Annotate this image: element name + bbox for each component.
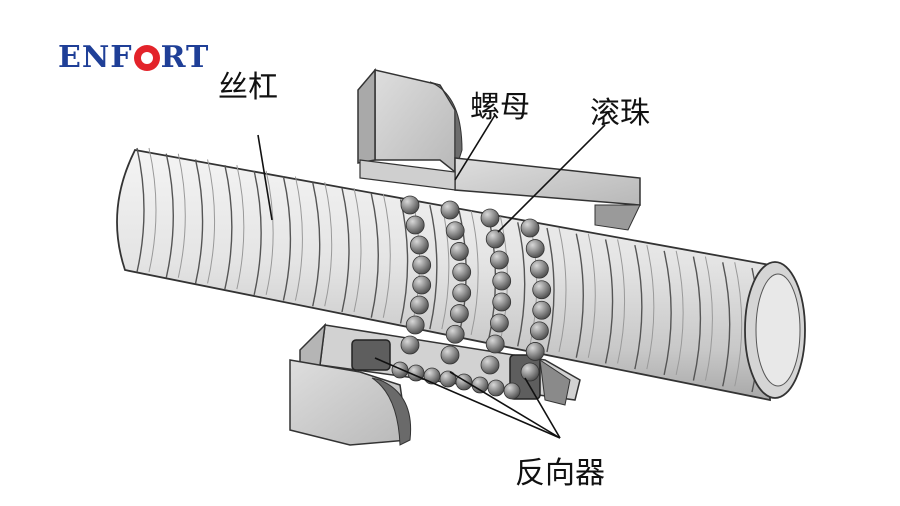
thread-groove: [253, 170, 262, 296]
thread-groove: [224, 164, 233, 290]
ball: [400, 335, 420, 355]
thread-groove: [194, 159, 204, 284]
ball: [449, 242, 469, 261]
ball: [412, 255, 432, 275]
balls-label: 滚珠: [590, 96, 650, 131]
screw-label: 丝杠: [218, 70, 278, 105]
screw-leader-line: [257, 134, 273, 221]
thread-highlight: [675, 250, 684, 375]
thread-highlight: [177, 153, 186, 278]
ball: [529, 259, 549, 279]
thread-groove: [312, 182, 321, 307]
ball: [525, 342, 545, 361]
thread-groove: [341, 187, 350, 313]
thread-highlight: [207, 159, 216, 284]
balls-leader-line: [497, 124, 606, 233]
ball: [400, 195, 420, 215]
leader-lines: [257, 114, 606, 439]
reverser-leader-line-3: [524, 377, 561, 439]
thread-groove: [517, 222, 526, 347]
ball: [445, 221, 465, 241]
thread-groove: [429, 204, 438, 330]
screw-shaft: [116, 147, 806, 402]
ball: [529, 321, 549, 341]
ball: [452, 283, 472, 303]
thread-groove: [604, 239, 614, 364]
thread-highlight: [382, 193, 391, 318]
ball: [409, 295, 429, 315]
thread-highlight: [324, 182, 333, 307]
ball-return: [503, 382, 521, 400]
logo-text-start: ENF: [58, 39, 133, 75]
ball: [520, 218, 540, 238]
thread-highlight: [587, 233, 596, 358]
thread-highlight: [558, 227, 567, 353]
ball: [480, 355, 500, 375]
ball: [449, 304, 469, 323]
ball: [409, 235, 429, 255]
ball-set: [391, 195, 552, 400]
ball: [489, 313, 509, 333]
ball: [405, 215, 425, 235]
thread-highlight: [294, 176, 303, 301]
logo-o-icon: [133, 45, 160, 71]
thread-highlight: [236, 165, 245, 290]
thread-groove: [692, 256, 702, 381]
thread-groove: [165, 153, 174, 278]
thread-highlight: [617, 239, 626, 364]
thread-highlight: [148, 147, 157, 273]
ball: [492, 292, 512, 312]
reverser-label: 反向器: [515, 456, 605, 491]
ball: [452, 262, 472, 282]
thread-highlight: [470, 210, 479, 335]
thread-groove: [722, 262, 731, 387]
reverser-leader-line-1: [374, 357, 561, 439]
thread-highlight: [265, 170, 274, 295]
ball: [520, 362, 540, 382]
ball-return: [423, 367, 441, 385]
ball-return: [439, 370, 457, 388]
ball: [405, 315, 425, 335]
thread-groove: [282, 176, 292, 301]
reverser-leader-line-2: [449, 371, 561, 439]
ball: [485, 334, 505, 354]
thread-groove: [136, 147, 145, 273]
thread-groove: [663, 250, 672, 376]
ball-return: [391, 361, 409, 379]
ball: [440, 345, 460, 365]
ball: [485, 229, 505, 249]
ball: [532, 280, 552, 300]
nut-leader-line: [454, 114, 496, 181]
ball: [525, 239, 545, 258]
ball: [532, 300, 552, 320]
thread-groove: [370, 193, 379, 318]
ball: [480, 208, 500, 228]
ball: [445, 324, 465, 344]
thread-highlight: [353, 187, 362, 313]
thread-groove: [399, 199, 409, 324]
thread-highlight: [704, 256, 713, 381]
thread-groove: [575, 233, 584, 358]
thread-highlight: [734, 262, 743, 387]
thread-groove: [634, 244, 643, 370]
ball: [492, 271, 512, 291]
enfort-logo: ENF RT: [58, 39, 210, 75]
thread-highlight: [646, 245, 655, 370]
ball-return: [487, 379, 505, 397]
thread-groove: [546, 227, 555, 353]
reverser-left: [351, 339, 391, 371]
ball: [412, 275, 432, 295]
nut-label: 螺母: [470, 90, 530, 125]
ball: [489, 250, 509, 270]
ball: [440, 200, 460, 220]
thread-highlight: [441, 205, 450, 330]
logo-text-end: RT: [160, 39, 210, 75]
